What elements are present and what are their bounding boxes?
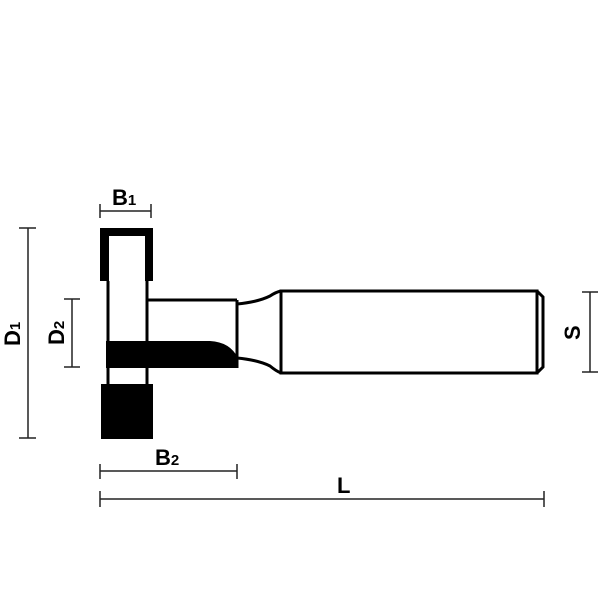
label-d1: D1 (0, 322, 25, 346)
dimension-l: L (99, 473, 545, 507)
shank-transition (236, 289, 282, 375)
dimension-b1: B1 (99, 185, 152, 218)
label-s: S (560, 325, 585, 340)
dimension-d2: D2 (44, 298, 80, 368)
cutter-head (100, 228, 153, 439)
label-b1: B1 (112, 185, 136, 210)
dimension-s: S (560, 291, 598, 373)
dimension-d1: D1 (0, 227, 36, 439)
shank (279, 289, 545, 375)
label-l: L (337, 473, 350, 498)
cutter-neck (106, 298, 239, 368)
dimension-b2: B2 (99, 445, 238, 479)
label-b2: B2 (155, 445, 179, 470)
label-d2: D2 (44, 321, 69, 345)
